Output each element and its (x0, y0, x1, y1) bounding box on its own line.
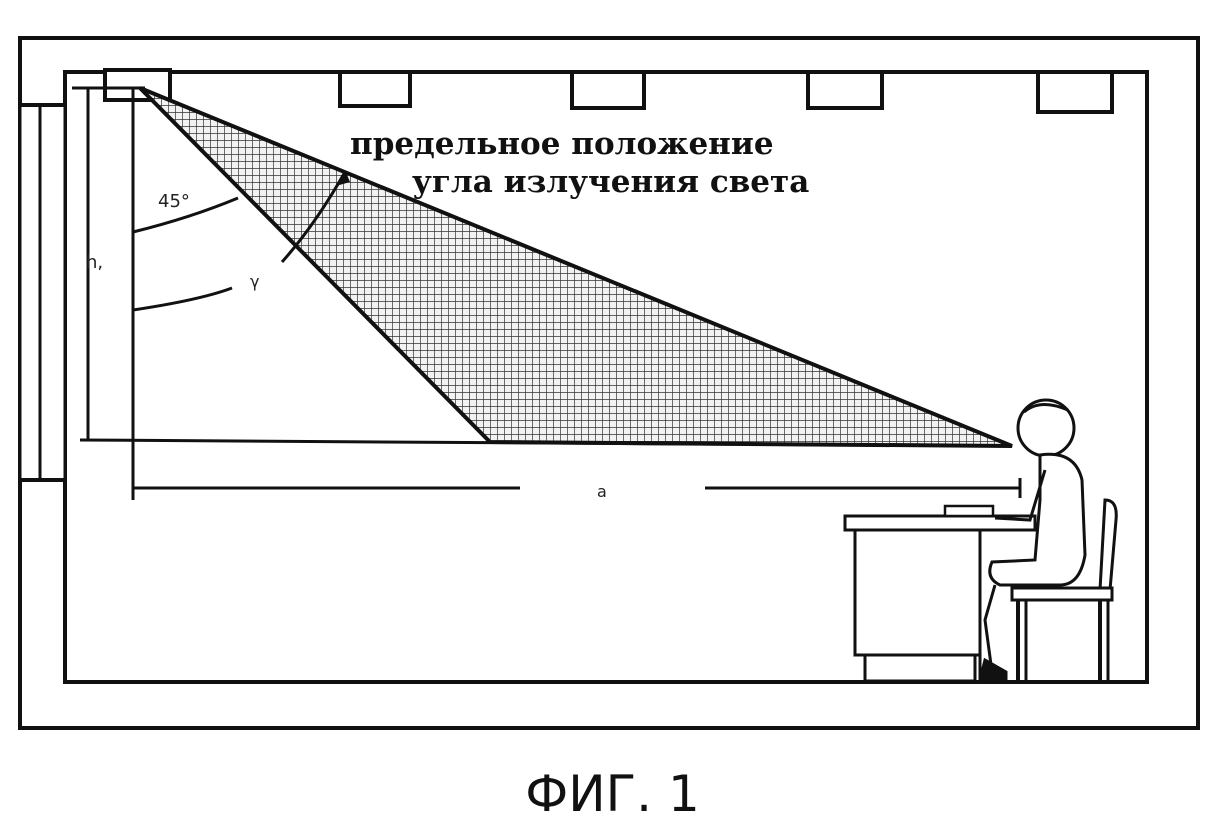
angle-45-label: 45° (158, 191, 190, 212)
angle-arc-gamma (132, 286, 233, 312)
luminaire (338, 70, 412, 108)
height-label: h, (86, 252, 103, 273)
distance-label: a (597, 482, 607, 501)
annotation-line-1: предельное положение (350, 126, 774, 162)
figure-caption: ФИГ. 1 (525, 765, 700, 823)
luminaire (806, 70, 884, 110)
distance-dimension (133, 478, 1022, 498)
seated-person (978, 398, 1087, 682)
window (18, 103, 67, 482)
desk (843, 504, 1037, 683)
chair (1010, 498, 1118, 682)
annotation-line-2: угла излучения света (412, 164, 809, 200)
gamma-label: γ (250, 272, 259, 291)
angle-arc-45 (132, 196, 239, 234)
luminaire (570, 70, 646, 110)
arc-arrowhead (336, 170, 350, 186)
room-diagram: предельное положение угла излучения свет… (18, 36, 1200, 730)
workplane-line (79, 438, 1011, 448)
ceiling-luminaires (103, 68, 1114, 114)
luminaire (1036, 70, 1114, 114)
